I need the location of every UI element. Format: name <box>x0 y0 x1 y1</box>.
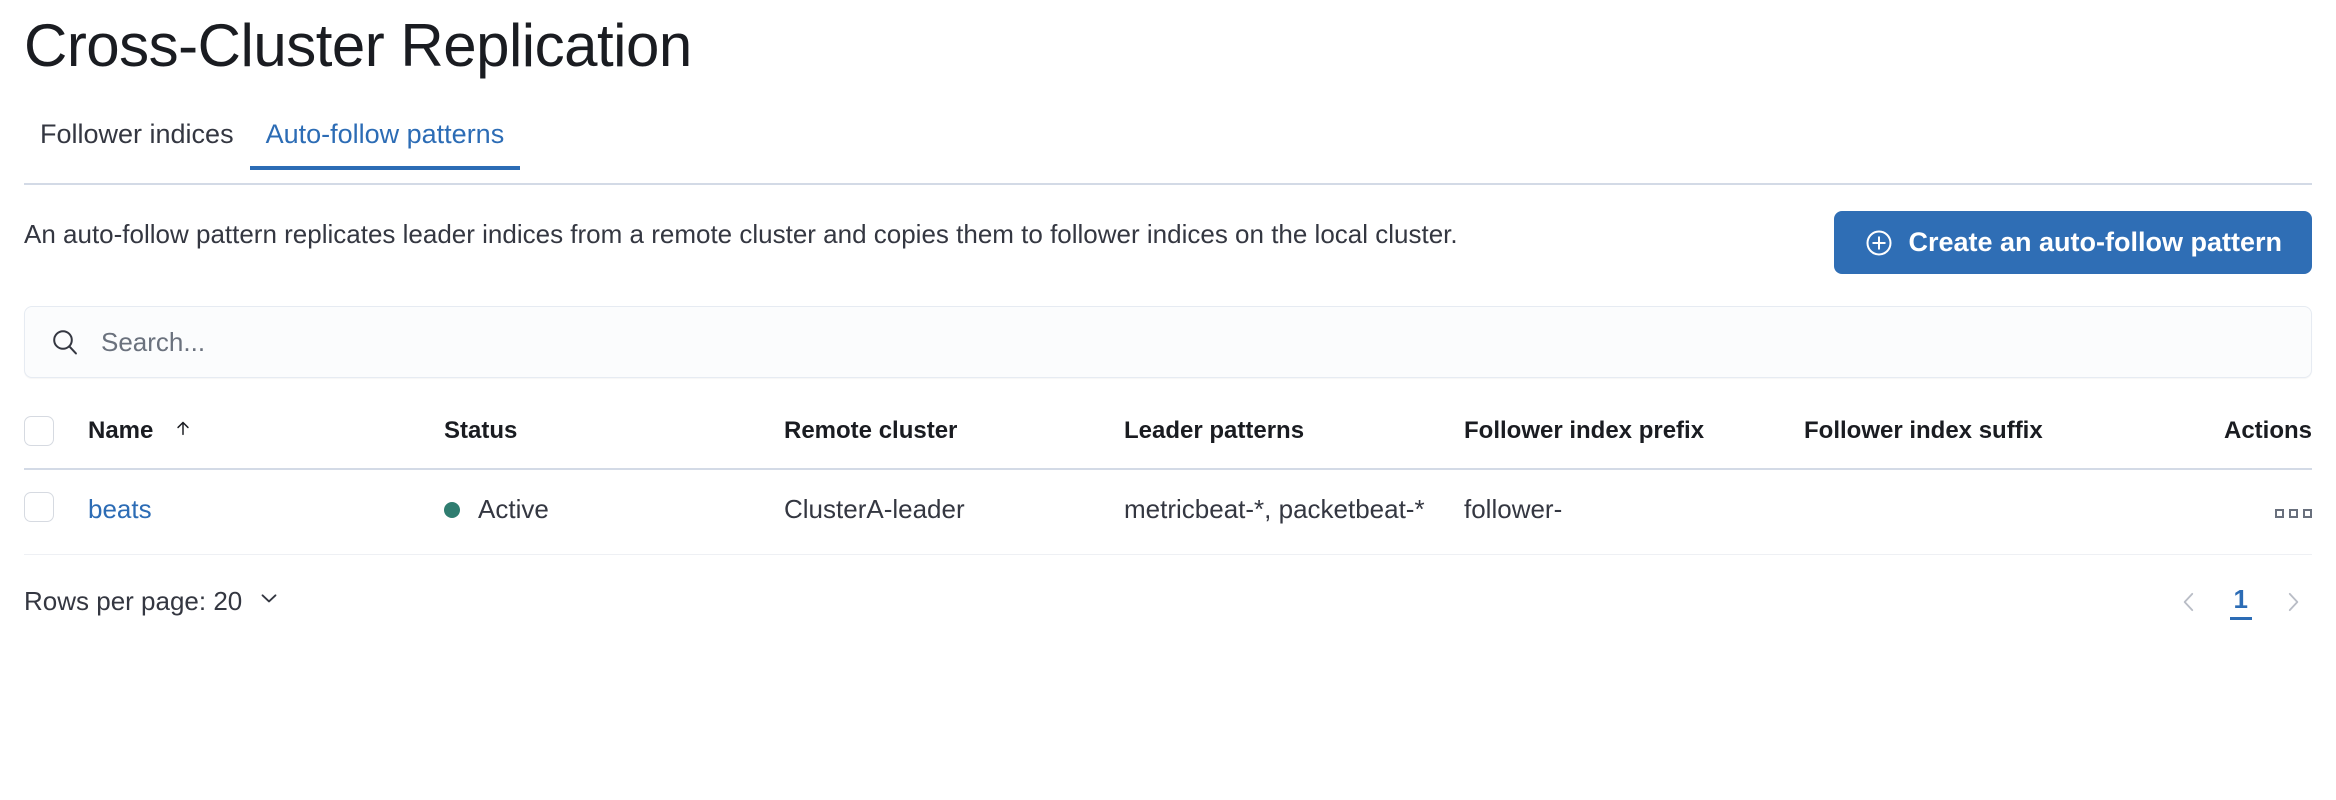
table-row: beats Active ClusterA-leader metricbeat-… <box>24 469 2312 555</box>
cell-remote-cluster: ClusterA-leader <box>784 469 1124 555</box>
column-header-follower-index-suffix[interactable]: Follower index suffix <box>1804 406 2144 470</box>
table-footer: Rows per page: 20 1 <box>24 581 2312 623</box>
column-header-remote-cluster[interactable]: Remote cluster <box>784 406 1124 470</box>
search-bar[interactable] <box>24 306 2312 378</box>
pagination: 1 <box>2170 581 2312 623</box>
select-all-checkbox[interactable] <box>24 416 54 446</box>
arrow-up-icon <box>172 417 194 446</box>
rows-per-page-select[interactable]: Rows per page: 20 <box>24 585 282 618</box>
column-header-name[interactable]: Name <box>88 406 444 470</box>
tab-auto-follow-patterns[interactable]: Auto-follow patterns <box>249 113 521 170</box>
search-input[interactable] <box>99 325 2287 359</box>
cell-status: Active <box>444 469 784 555</box>
actions-dot-3 <box>2303 509 2312 518</box>
rows-per-page-label: Rows per page: 20 <box>24 586 243 617</box>
cell-actions <box>2144 469 2312 555</box>
status-dot-icon <box>444 502 460 518</box>
column-header-follower-index-prefix[interactable]: Follower index prefix <box>1464 406 1804 470</box>
cell-leader-patterns: metricbeat-*, packetbeat-* <box>1124 469 1464 555</box>
actions-dot-1 <box>2275 509 2284 518</box>
actions-dot-2 <box>2289 509 2298 518</box>
page-title: Cross-Cluster Replication <box>24 12 692 79</box>
intro-row: An auto-follow pattern replicates leader… <box>24 211 2312 274</box>
column-header-actions: Actions <box>2144 406 2312 470</box>
pattern-name-link[interactable]: beats <box>88 494 152 524</box>
tab-follower-indices[interactable]: Follower indices <box>24 113 250 170</box>
chevron-right-icon[interactable] <box>2274 581 2312 623</box>
cell-name: beats <box>88 469 444 555</box>
page-description: An auto-follow pattern replicates leader… <box>24 219 1458 249</box>
create-auto-follow-pattern-button[interactable]: Create an auto-follow pattern <box>1834 211 2312 274</box>
row-checkbox[interactable] <box>24 492 54 522</box>
column-header-leader-patterns[interactable]: Leader patterns <box>1124 406 1464 470</box>
auto-follow-patterns-table: Name Status Remote cluster Leader patter… <box>24 406 2312 555</box>
cell-follower-index-prefix: follower- <box>1464 469 1804 555</box>
tab-bar: Follower indices Auto-follow patterns <box>24 113 2312 185</box>
row-select-cell <box>24 469 88 555</box>
plus-circle-icon <box>1864 228 1894 258</box>
search-icon <box>49 326 81 358</box>
chevron-left-icon[interactable] <box>2170 581 2208 623</box>
column-header-name-label: Name <box>88 416 154 444</box>
create-button-label: Create an auto-follow pattern <box>1908 227 2282 257</box>
chevron-down-icon <box>256 585 282 618</box>
status-badge: Active <box>478 494 549 525</box>
select-all-header <box>24 406 88 470</box>
column-header-status[interactable]: Status <box>444 406 784 470</box>
page-button-1[interactable]: 1 <box>2229 584 2252 620</box>
ellipsis-actions-icon[interactable] <box>2275 503 2312 518</box>
table-header-row: Name Status Remote cluster Leader patter… <box>24 406 2312 470</box>
cell-follower-index-suffix <box>1804 469 2144 555</box>
